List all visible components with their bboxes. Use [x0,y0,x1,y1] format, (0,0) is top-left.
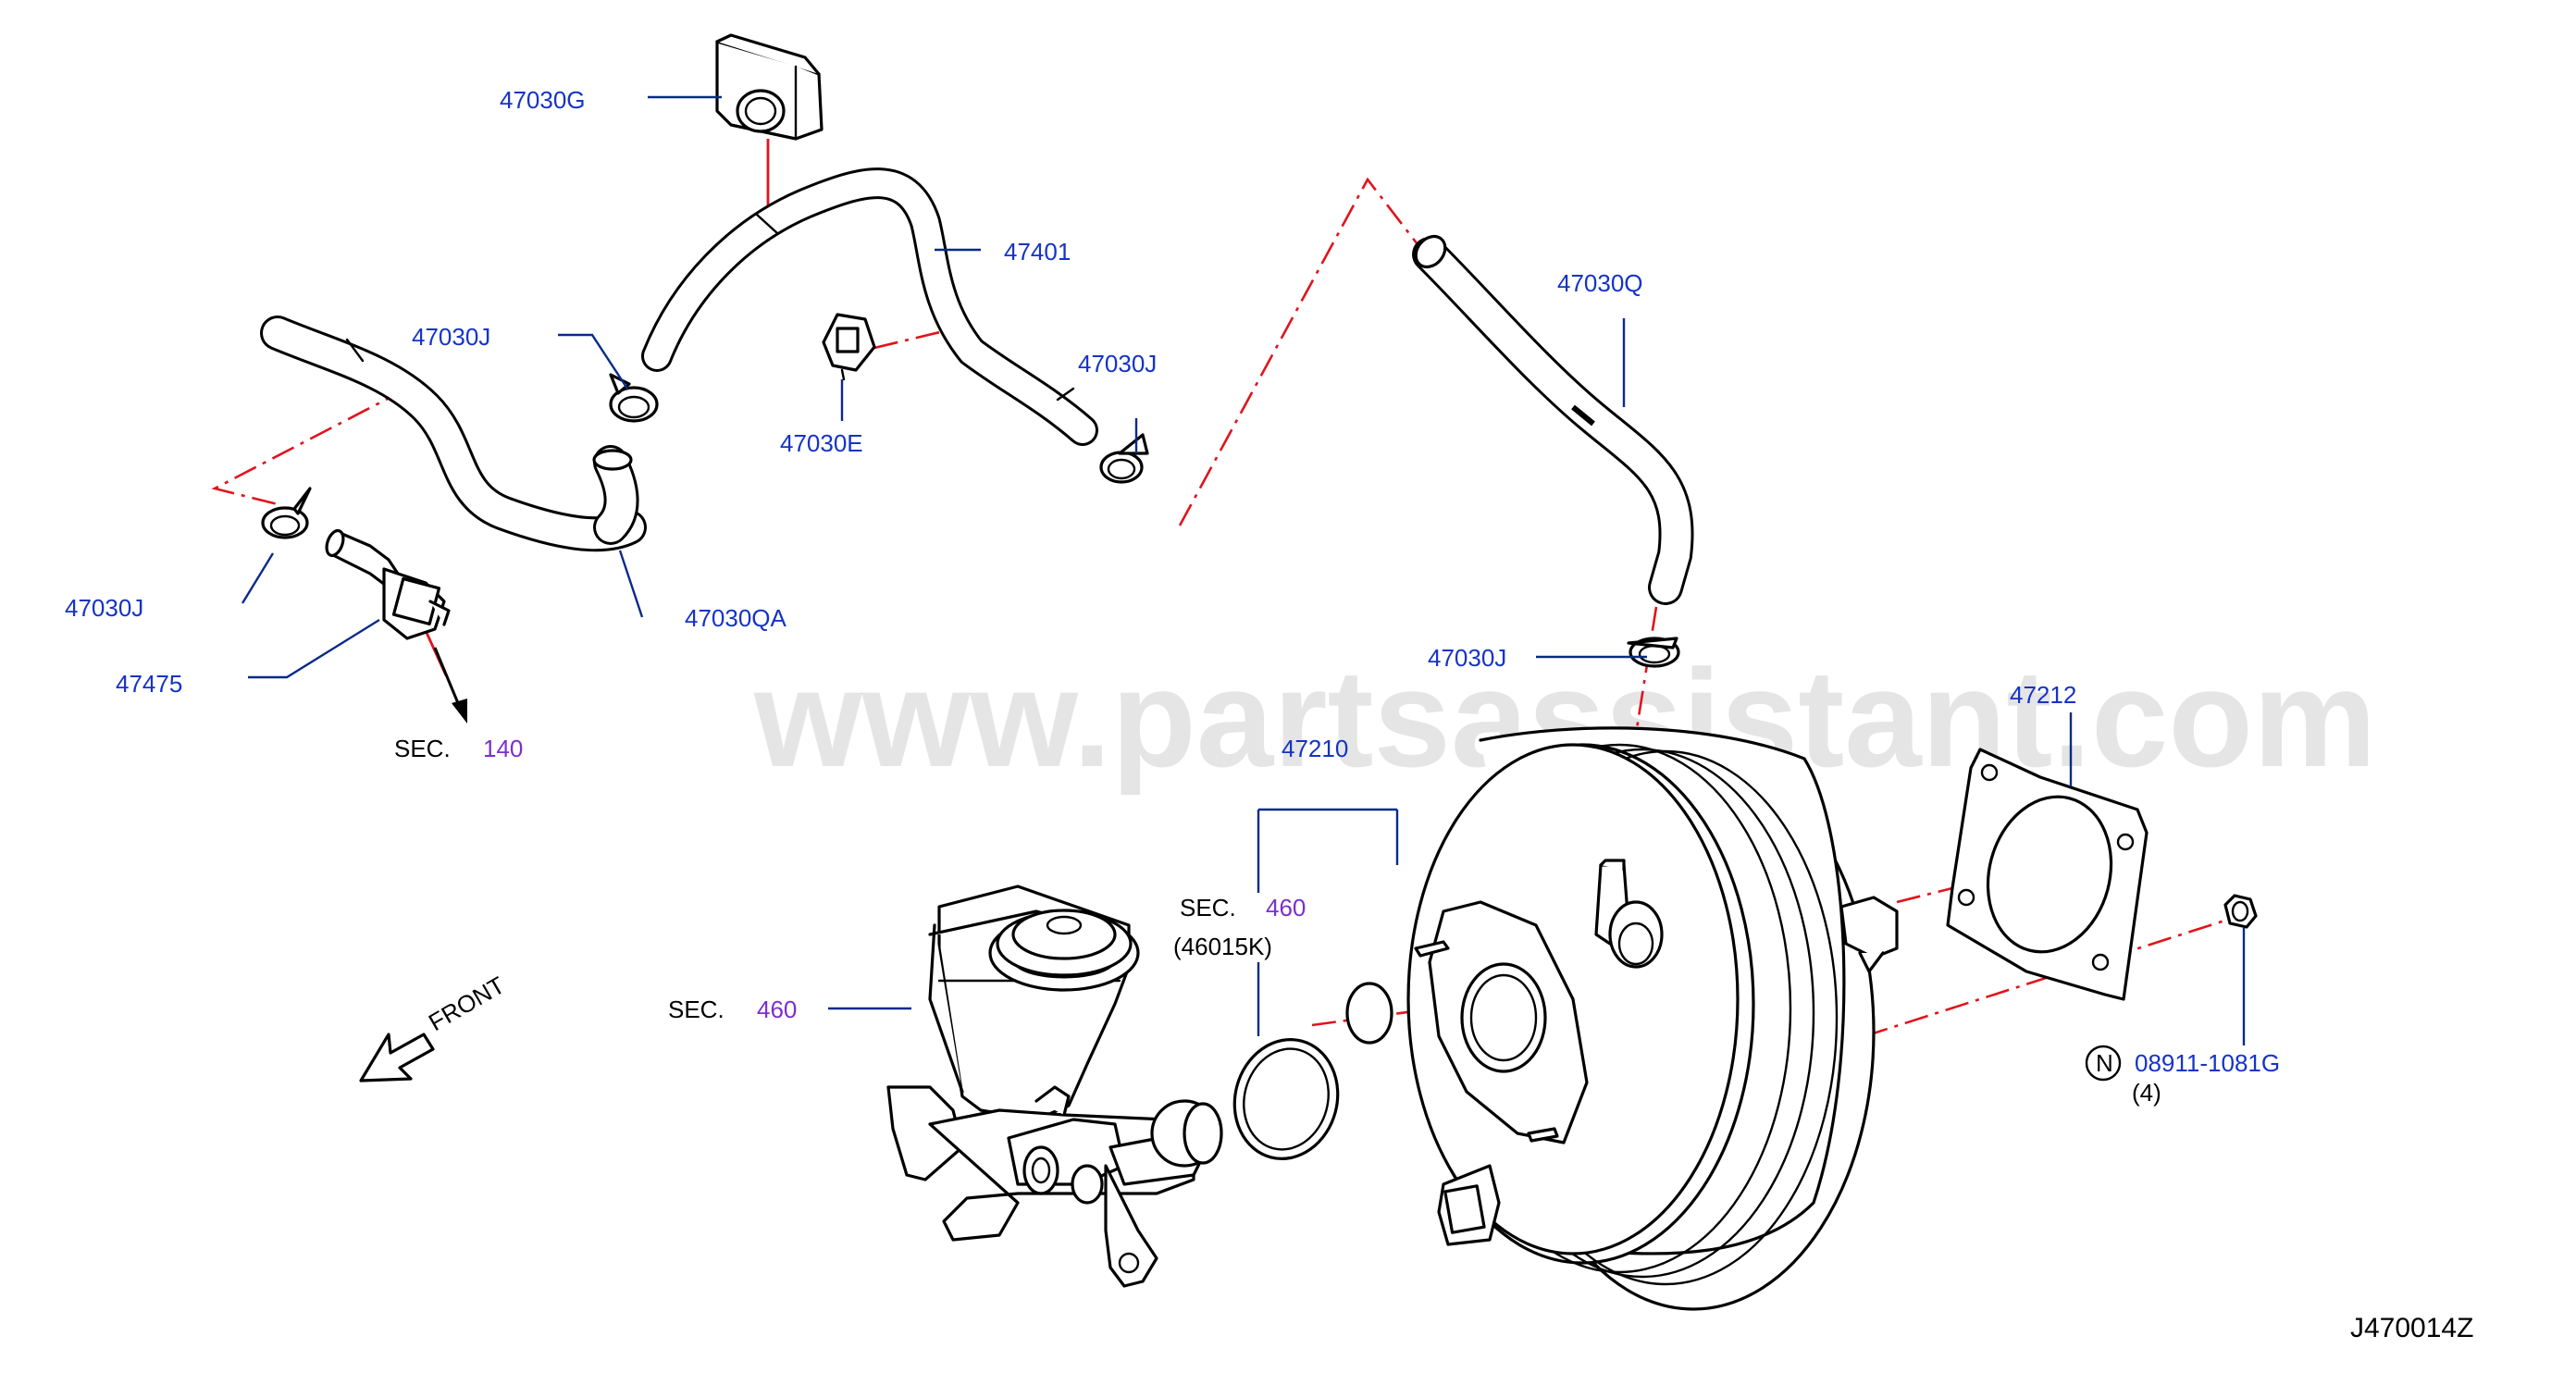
section-references: SEC. 140 SEC. 460 SEC. 460 [394,735,1306,1023]
svg-text:SEC.: SEC. [668,996,724,1023]
connection-line-nut [1864,914,2240,1038]
seal-46015K[interactable] [1221,1028,1351,1170]
label-47030QA: 47030QA [685,604,787,632]
nut-08911-1081G[interactable] [2223,894,2258,929]
clamp-47030J-d[interactable] [1627,637,1680,668]
valve-47475[interactable] [324,528,451,640]
section-ref-460-seal[interactable]: SEC. 460 [1180,894,1306,922]
svg-text:460: 460 [1266,894,1306,922]
label-nut-quantity: (4) [2132,1079,2161,1107]
front-label: FRONT [424,971,510,1036]
section-ref-460-master-cylinder[interactable]: SEC. 460 [668,996,797,1023]
label-47030J-b: 47030J [65,594,143,622]
label-47475: 47475 [116,670,182,698]
hose-47030QA[interactable] [260,315,647,552]
label-47030Q: 47030Q [1557,269,1643,297]
svg-text:SEC.: SEC. [1180,894,1236,922]
label-nut-marker: N [2096,1049,2113,1077]
diagram-code: J470014Z [2350,1313,2473,1343]
hose-47401[interactable] [641,167,1098,446]
master-cylinder-reservoir[interactable] [886,884,1223,1288]
brake-booster-47210[interactable] [1345,726,1899,1311]
label-47030E: 47030E [780,429,863,457]
nut-marker-circle [2085,1045,2122,1082]
hose-47030Q[interactable] [1410,230,1694,605]
front-direction-indicator: FRONT [359,971,510,1082]
label-47030J-c: 47030J [1078,350,1157,377]
label-47212: 47212 [2010,681,2076,709]
label-47210: 47210 [1282,735,1348,762]
svg-text:SEC.: SEC. [394,735,451,762]
label-47030J-a: 47030J [412,323,490,351]
connection-line-clip [873,329,945,350]
arrow-to-sec-140 [433,647,467,724]
gasket-47212[interactable] [1946,748,2149,1001]
leader-lines [241,95,2246,1045]
svg-text:460: 460 [757,996,797,1023]
label-47030J-d: 47030J [1428,644,1506,672]
grommet-47030G[interactable] [715,33,824,141]
label-47030G: 47030G [500,86,586,114]
part-labels: 47030G 47401 47030J 47030J 47030E 47030Q… [65,86,2280,1107]
clamp-47030J-a[interactable] [609,373,659,423]
clip-47030E[interactable] [822,313,876,381]
label-46015K: (46015K) [1173,933,1272,960]
svg-text:140: 140 [483,735,523,762]
clamp-47030J-c[interactable] [1099,433,1149,484]
connection-line-hose-clamp [211,387,408,506]
connection-line-zigzag [1178,177,1422,526]
label-nut-part-number: 08911-1081G [2135,1049,2280,1077]
section-ref-140[interactable]: SEC. 140 [394,735,523,762]
label-47401: 47401 [1004,238,1071,266]
clamp-47030J-b[interactable] [261,487,312,539]
